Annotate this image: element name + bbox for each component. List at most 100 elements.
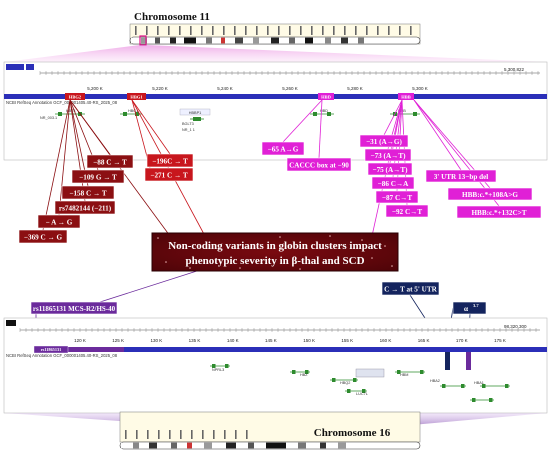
- bottom-tick-label: 160 K: [380, 338, 392, 343]
- summary-box-bg: [151, 232, 399, 272]
- bottom-tick-label: 175 K: [494, 338, 506, 343]
- summary-box: Non-coding variants in globin clusters i…: [151, 232, 399, 272]
- band-label-mark: [213, 430, 215, 439]
- variant-label-369: −369 C → G: [24, 234, 63, 242]
- bottom-small-label-nprl3: NPRL3: [212, 368, 224, 372]
- ideogram-band: [184, 37, 196, 44]
- bottom-tick-label: 155 K: [341, 338, 353, 343]
- ideogram-band: [331, 37, 341, 44]
- variant-box-196: [146, 153, 194, 168]
- band-label-mark: [366, 26, 368, 35]
- gene-feature-exon: [305, 370, 309, 374]
- ideogram-band: [176, 37, 184, 44]
- variant-label-86: −86 C→A: [378, 180, 409, 188]
- summary-line-2: phenotypic severity in β-thal and SCD: [185, 255, 364, 267]
- gene-hbd-label: HBD: [321, 95, 332, 100]
- gene-hbb-box: [398, 93, 414, 100]
- variant-label-196: −196C → T: [152, 158, 188, 166]
- utr-label: C → T at 5' UTR: [384, 286, 437, 294]
- bottom-range-end: 98,320,300: [504, 324, 527, 329]
- gene-feature-exon: [505, 384, 509, 388]
- connector-line: [413, 99, 462, 171]
- ideogram-band: [212, 442, 226, 449]
- bottom-tick-label: 120 K: [74, 338, 86, 343]
- gene-hba2-bar: [445, 352, 450, 370]
- connector-line: [69, 99, 86, 202]
- gene-feature-exon: [58, 112, 62, 116]
- gene-feature-exon: [397, 370, 401, 374]
- top-small-label-nr003: NR_003.1: [40, 116, 57, 120]
- band-label-mark: [136, 430, 138, 439]
- ideogram-band: [279, 37, 289, 44]
- gene-hbg1-box: [127, 93, 146, 100]
- gene-feature-exon: [489, 398, 493, 402]
- gene-feature-exon: [482, 384, 486, 388]
- sparkle-dot: [329, 235, 331, 237]
- gene-feature-box: [355, 368, 385, 378]
- ideogram-band: [364, 37, 376, 44]
- ideogram-band: [338, 442, 346, 449]
- sparkle-dot: [361, 239, 363, 241]
- chromosome-11-title: Chromosome 11: [134, 11, 210, 23]
- gene-hbg2-box: [65, 93, 85, 100]
- gene-feature-exon: [461, 384, 465, 388]
- ideogram-band: [177, 442, 187, 449]
- gene-feature-exon: [292, 370, 296, 374]
- chr11-zoom-fan: [5, 45, 548, 62]
- bottom-tick-label: 135 K: [189, 338, 201, 343]
- variant-box-31: [359, 134, 409, 148]
- variant-box-utr-del: [425, 169, 497, 183]
- top-tick-label: 5,300 K: [412, 86, 428, 91]
- bottom-annotation-label: NCBI RefSeq Annotation GCF_000001405.40-…: [6, 353, 118, 358]
- ideogram-band: [206, 37, 212, 44]
- variant-label-caccc: CACCC box at −90: [289, 162, 349, 170]
- variant-label-87: −87 C→T: [382, 194, 412, 202]
- ideogram-band: [289, 37, 295, 44]
- ideogram-band: [253, 37, 259, 44]
- ideogram-band: [325, 37, 331, 44]
- ideogram-band: [187, 442, 192, 449]
- band-label-mark: [146, 26, 148, 35]
- band-label-mark: [212, 26, 214, 35]
- band-label-mark: [125, 430, 127, 439]
- top-small-label-hbg1: HBG1: [128, 109, 138, 113]
- band-label-mark: [322, 26, 324, 35]
- variant-box-108: [447, 187, 533, 201]
- ideogram-band: [306, 442, 320, 449]
- band-label-mark: [191, 430, 193, 439]
- connector-line: [318, 99, 323, 159]
- band-label-mark: [246, 430, 248, 439]
- gene-feature-exon: [472, 398, 476, 402]
- ideogram-band: [254, 442, 266, 449]
- bottom-tick-label: 170 K: [456, 338, 468, 343]
- variant-label-88: −88 C → T: [93, 159, 127, 167]
- ideogram-band: [171, 442, 177, 449]
- gene-feature-exon: [197, 117, 201, 121]
- gene-feature-exon: [193, 117, 197, 121]
- gene-feature-exon: [413, 112, 417, 116]
- band-label-mark: [223, 26, 225, 35]
- variant-box-132: [456, 205, 542, 219]
- band-label-mark: [300, 26, 302, 35]
- connector-line: [282, 99, 323, 143]
- ideogram-band: [160, 37, 170, 44]
- ideogram-band: [170, 37, 176, 44]
- gene-feature-exon: [353, 378, 357, 382]
- band-label-mark: [355, 26, 357, 35]
- gene-feature-exon: [313, 112, 317, 116]
- hbb-variant-group: −31 (A→G) −73 (A→T) −75 (A→T) −86 C→A −8…: [359, 134, 542, 219]
- ideogram-band: [139, 442, 149, 449]
- summary-line-1: Non-coding variants in globin clusters i…: [168, 240, 382, 252]
- gene-feature-exon: [442, 384, 446, 388]
- ideogram-band: [236, 442, 248, 449]
- ideogram-band: [298, 442, 306, 449]
- ideogram-band: [196, 37, 206, 44]
- sparkle-dot: [391, 265, 393, 267]
- bottom-tick-label: 150 K: [303, 338, 315, 343]
- sparkle-dot: [299, 268, 301, 270]
- sparkle-dot: [239, 267, 241, 269]
- variant-box-109: [71, 169, 125, 184]
- sparkle-dot: [189, 267, 191, 269]
- ideogram-band: [226, 442, 236, 449]
